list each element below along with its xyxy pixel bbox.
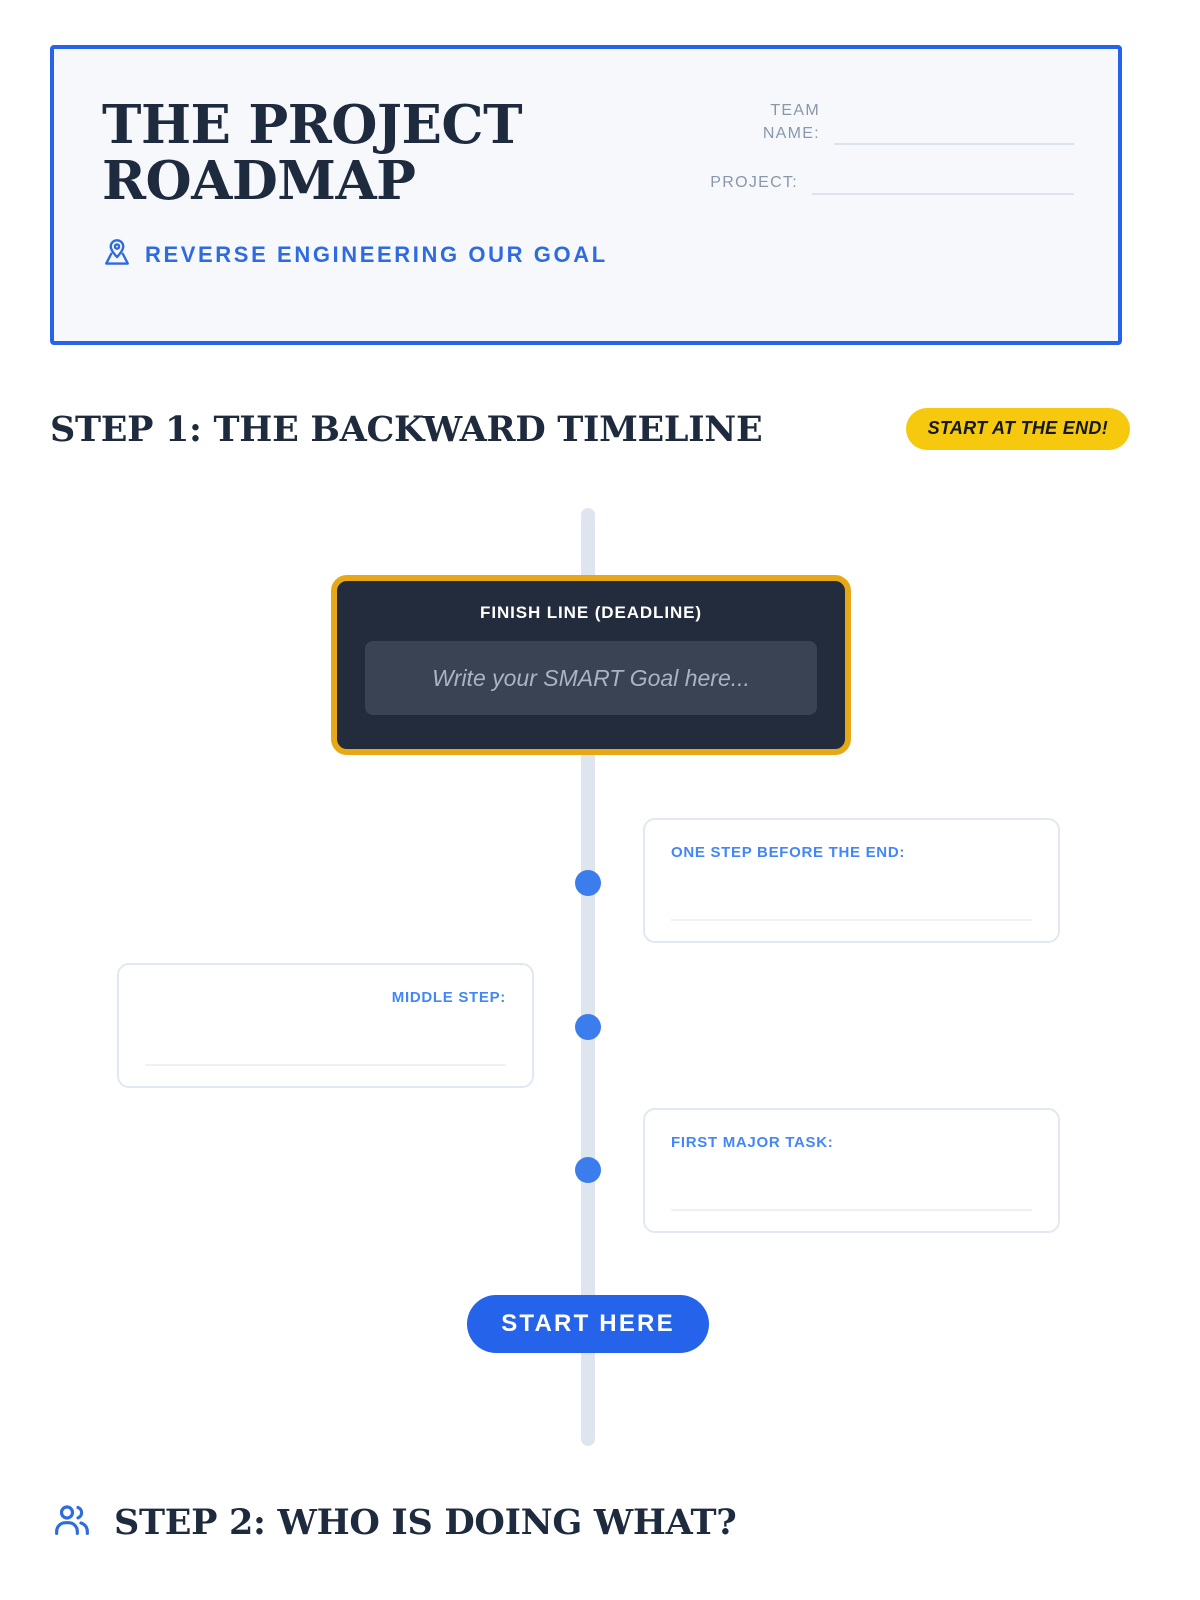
milestone-writing-line: [145, 1064, 506, 1066]
project-field-row: PROJECT:: [654, 171, 1074, 195]
header-fields: TEAM NAME: PROJECT:: [654, 99, 1074, 221]
team-name-label: TEAM NAME:: [762, 102, 820, 143]
step2-header: STEP 2: WHO IS DOING WHAT?: [52, 1500, 737, 1545]
subtitle-text: REVERSE ENGINEERING OUR GOAL: [145, 241, 608, 267]
timeline-dot: [575, 1014, 601, 1040]
project-label: PROJECT:: [710, 174, 798, 192]
page-title: THE PROJECT ROADMAP: [102, 94, 523, 213]
finish-line-card: FINISH LINE (DEADLINE) Write your SMART …: [331, 575, 851, 755]
milestone-writing-line: [671, 1209, 1032, 1211]
milestone-label: FIRST MAJOR TASK:: [671, 1134, 834, 1151]
milestone-label: MIDDLE STEP:: [391, 989, 506, 1006]
smart-goal-placeholder: Write your SMART Goal here...: [432, 664, 750, 691]
step1-title: STEP 1: THE BACKWARD TIMELINE: [50, 408, 763, 450]
timeline-dot: [575, 870, 601, 896]
map-pin-icon: [102, 237, 132, 272]
finish-line-label: FINISH LINE (DEADLINE): [480, 603, 702, 622]
users-icon: [52, 1500, 92, 1545]
project-input[interactable]: [812, 192, 1074, 195]
team-name-field-row: TEAM NAME:: [654, 99, 1074, 146]
timeline-dot: [575, 1157, 601, 1183]
milestone-card-first-major-task[interactable]: FIRST MAJOR TASK:: [643, 1108, 1060, 1233]
step2-title: STEP 2: WHO IS DOING WHAT?: [114, 1502, 737, 1543]
milestone-card-one-step-before-the-end[interactable]: ONE STEP BEFORE THE END:: [643, 818, 1060, 943]
status-badge: START AT THE END!: [905, 408, 1130, 450]
start-here-button[interactable]: START HERE: [467, 1295, 709, 1353]
milestone-card-middle-step[interactable]: MIDDLE STEP:: [117, 963, 534, 1088]
team-name-input[interactable]: [834, 142, 1074, 146]
milestone-writing-line: [671, 919, 1032, 921]
milestone-label: ONE STEP BEFORE THE END:: [671, 844, 906, 861]
smart-goal-input[interactable]: Write your SMART Goal here...: [365, 641, 817, 715]
step1-header: STEP 1: THE BACKWARD TIMELINE START AT T…: [50, 408, 1130, 450]
header-subtitle: REVERSE ENGINEERING OUR GOAL: [102, 237, 608, 272]
header-panel: THE PROJECT ROADMAP REVERSE ENGINEERING …: [50, 45, 1122, 345]
